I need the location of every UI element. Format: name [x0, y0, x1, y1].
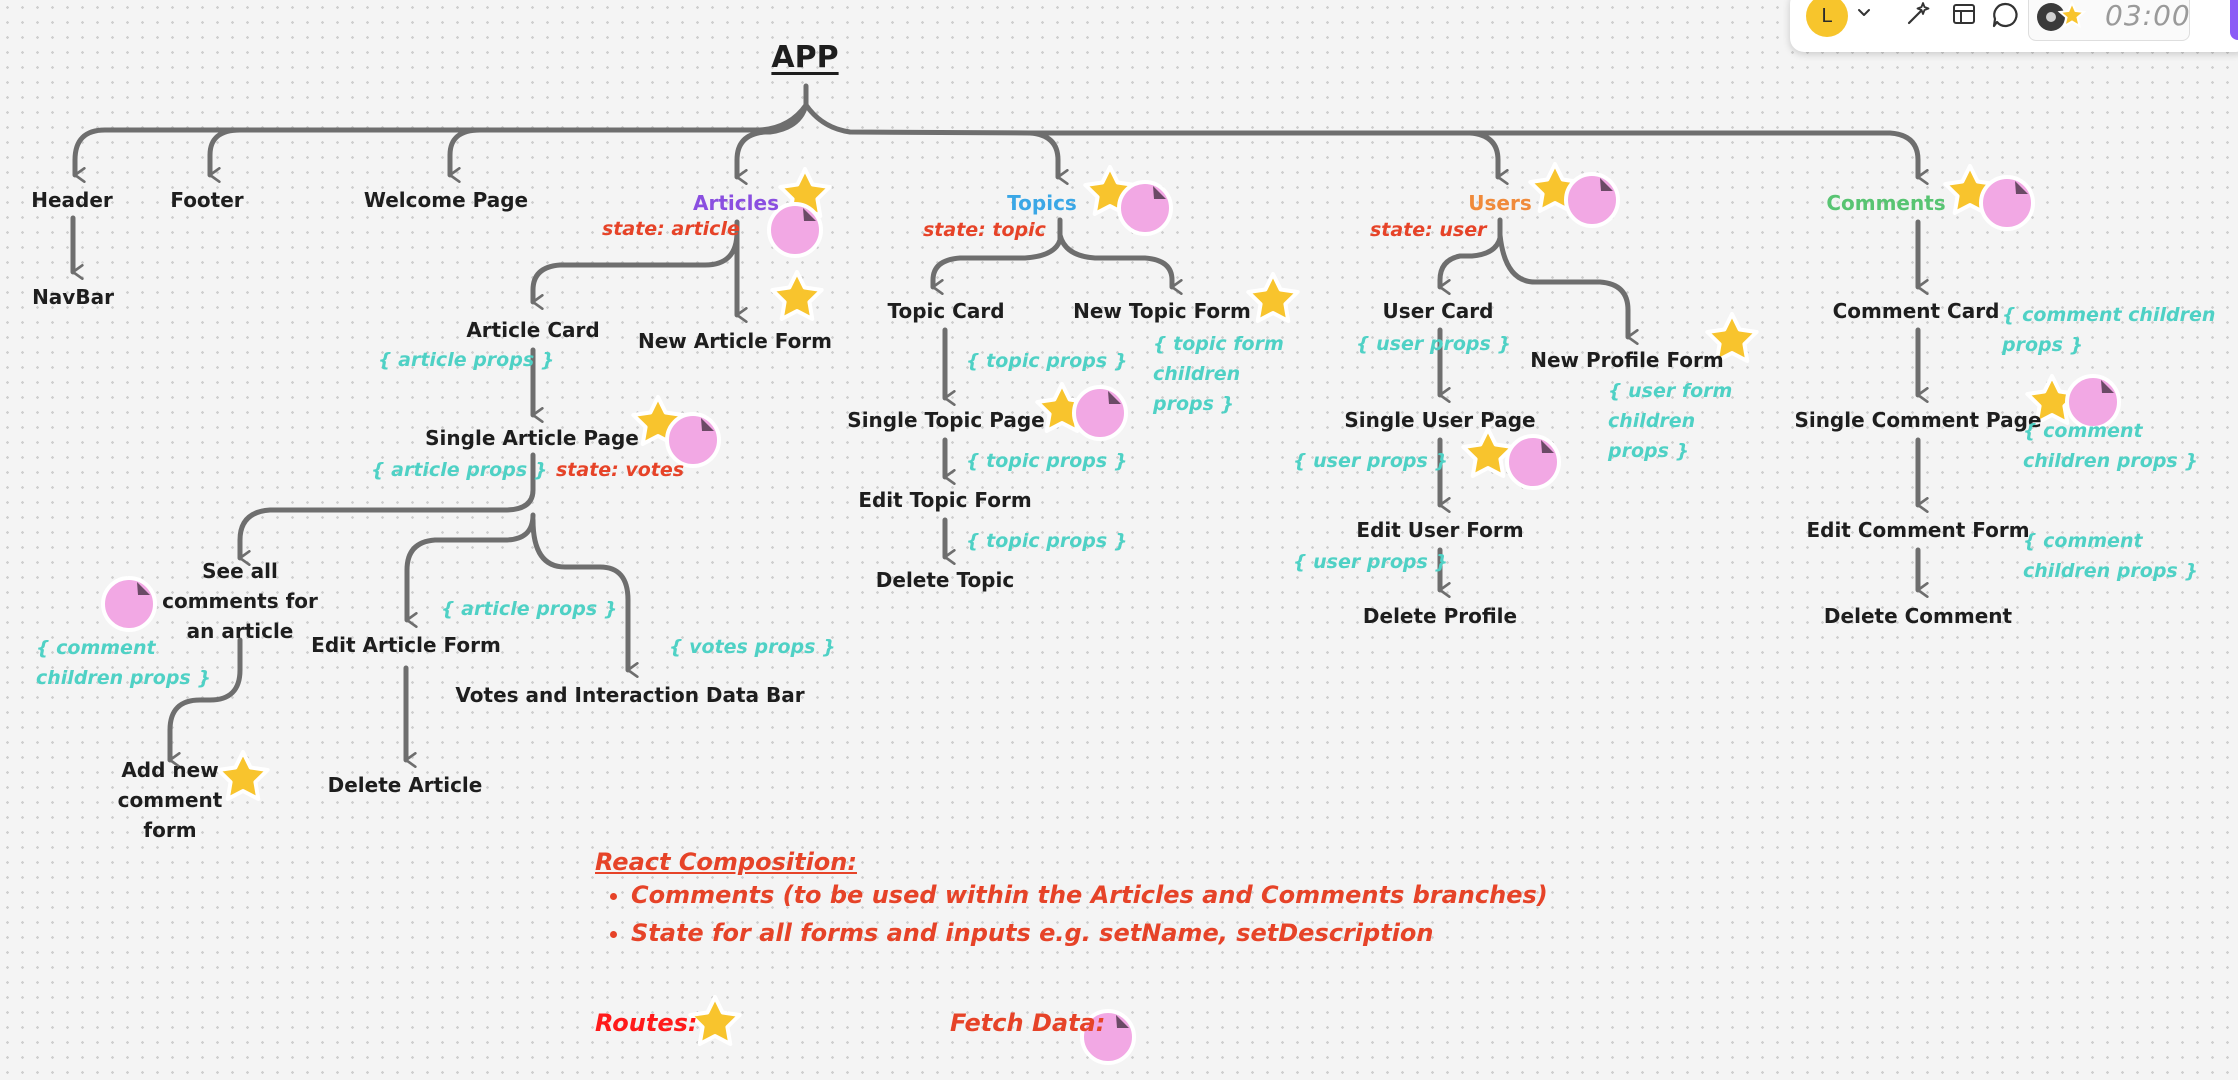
- edge-users-card: [1437, 217, 1503, 296]
- notes-item: State for all forms and inputs e.g. setN…: [631, 914, 1548, 952]
- node-topics: Topics: [1007, 191, 1077, 215]
- edge-seecomments-add: [167, 637, 243, 769]
- notes-item: Comments (to be used within the Articles…: [631, 876, 1548, 914]
- node-see-all-comments: See all comments for an article: [162, 559, 318, 643]
- fetch-dot-icon: [1072, 385, 1128, 441]
- star-timer-icon: [2057, 0, 2087, 29]
- node-delete-profile: Delete Profile: [1362, 604, 1518, 628]
- props-edit-article: { article props }: [441, 598, 618, 620]
- edge-single-seecomments: [237, 452, 536, 567]
- edge-app-topics: [803, 102, 1069, 186]
- props-topic-card: { topic props }: [966, 350, 1128, 372]
- node-edit-article-form: Edit Article Form: [311, 633, 501, 657]
- props-article-card: { article props }: [378, 349, 555, 371]
- share-button[interactable]: [2230, 0, 2238, 40]
- top-toolbar: L 03:00: [1790, 0, 2238, 52]
- legend-fetch-data: Fetch Data:: [950, 1009, 1106, 1037]
- state-user: state: user: [1370, 219, 1487, 241]
- fetch-dot-icon: [1979, 175, 2035, 231]
- node-articles: Articles: [693, 191, 779, 215]
- node-edit-comment-form: Edit Comment Form: [1806, 518, 2030, 542]
- fetch-dot-icon: [1117, 180, 1173, 236]
- timer-widget[interactable]: 03:00: [2028, 0, 2190, 41]
- node-new-article-form: New Article Form: [637, 329, 833, 353]
- node-delete-article: Delete Article: [327, 773, 483, 797]
- node-comments: Comments: [1826, 191, 1946, 215]
- node-navbar: NavBar: [32, 285, 114, 309]
- state-article: state: article: [602, 218, 740, 240]
- star-icon: [770, 270, 824, 321]
- edge-app-footer: [207, 127, 243, 184]
- node-comment-card: Comment Card: [1832, 299, 2000, 323]
- edge-app-welcome: [447, 127, 483, 184]
- edge-articles-card: [530, 229, 740, 311]
- props-edit-comment: { comment children props }: [2023, 530, 2198, 582]
- timer-text: 03:00: [2105, 0, 2191, 32]
- node-single-comment-page: Single Comment Page: [1794, 408, 2042, 432]
- app-title: APP: [771, 40, 839, 75]
- edge-app-articles: [734, 102, 809, 186]
- node-edit-user-form: Edit User Form: [1356, 518, 1524, 542]
- node-delete-topic: Delete Topic: [875, 568, 1015, 592]
- react-composition-notes: React Composition: Comments (to be used …: [595, 848, 1548, 952]
- node-footer: Footer: [170, 188, 244, 212]
- node-edit-topic-form: Edit Topic Form: [858, 488, 1032, 512]
- fetch-dot-icon: [1564, 172, 1620, 228]
- state-votes: state: votes: [556, 459, 685, 481]
- notes-heading: React Composition:: [595, 848, 857, 876]
- props-votes: { votes props }: [669, 636, 836, 658]
- props-edit-topic: { topic props }: [966, 530, 1128, 552]
- layout-icon[interactable]: [1950, 0, 1978, 28]
- node-new-topic-form: New Topic Form: [1073, 299, 1251, 323]
- edge-users-newform: [1497, 232, 1639, 346]
- props-single-comment: { comment children props }: [2023, 420, 2198, 472]
- node-single-user-page: Single User Page: [1344, 408, 1536, 432]
- node-welcome-page: Welcome Page: [363, 188, 529, 212]
- props-single-topic: { topic props }: [966, 450, 1128, 472]
- state-topic: state: topic: [923, 219, 1046, 241]
- props-edit-user: { user props }: [1293, 551, 1448, 573]
- edge-topics-card: [930, 217, 1063, 296]
- edge-topics-newform: [1057, 232, 1183, 296]
- node-header: Header: [31, 188, 113, 212]
- star-icon: [1246, 272, 1300, 323]
- magic-wand-icon[interactable]: [1904, 0, 1932, 28]
- props-comment-children: { comment children props }: [36, 637, 211, 689]
- node-votes-bar: Votes and Interaction Data Bar: [455, 683, 805, 707]
- notes-list: Comments (to be used within the Articles…: [595, 876, 1548, 952]
- edge-app-header: [72, 102, 809, 184]
- edge-single-votes: [530, 517, 639, 679]
- node-article-card: Article Card: [466, 318, 600, 342]
- star-icon: [688, 995, 742, 1046]
- star-icon: [1461, 427, 1515, 478]
- user-avatar[interactable]: L: [1806, 0, 1848, 37]
- edge-app-comments: [1467, 130, 1929, 186]
- legend-routes: Routes:: [595, 1009, 698, 1037]
- edge-app-users: [1027, 130, 1509, 186]
- props-comment-card: { comment children props }: [2002, 304, 2216, 356]
- comment-bubble-icon[interactable]: [1990, 0, 2020, 30]
- props-single-user: { user props }: [1293, 450, 1448, 472]
- node-user-card: User Card: [1382, 299, 1494, 323]
- edge-single-editform: [404, 512, 536, 629]
- connector-lines: [70, 83, 1929, 769]
- node-users: Users: [1468, 191, 1532, 215]
- node-single-article-page: Single Article Page: [425, 426, 639, 450]
- fetch-dot-icon: [1505, 434, 1561, 490]
- props-topic-form-children: { topic form children props }: [1153, 333, 1284, 415]
- props-user-form-children: { user form children props }: [1608, 380, 1733, 462]
- node-delete-comment: Delete Comment: [1823, 604, 2013, 628]
- props-single-article: { article props }: [371, 459, 548, 481]
- node-topic-card: Topic Card: [887, 299, 1005, 323]
- props-user-card: { user props }: [1356, 333, 1511, 355]
- chevron-down-icon[interactable]: [1856, 4, 1872, 20]
- node-single-topic-page: Single Topic Page: [847, 408, 1045, 432]
- node-new-profile-form: New Profile Form: [1530, 348, 1724, 372]
- node-add-new-comment-form: Add new comment form: [117, 758, 223, 842]
- music-disc-icon: [2037, 3, 2065, 31]
